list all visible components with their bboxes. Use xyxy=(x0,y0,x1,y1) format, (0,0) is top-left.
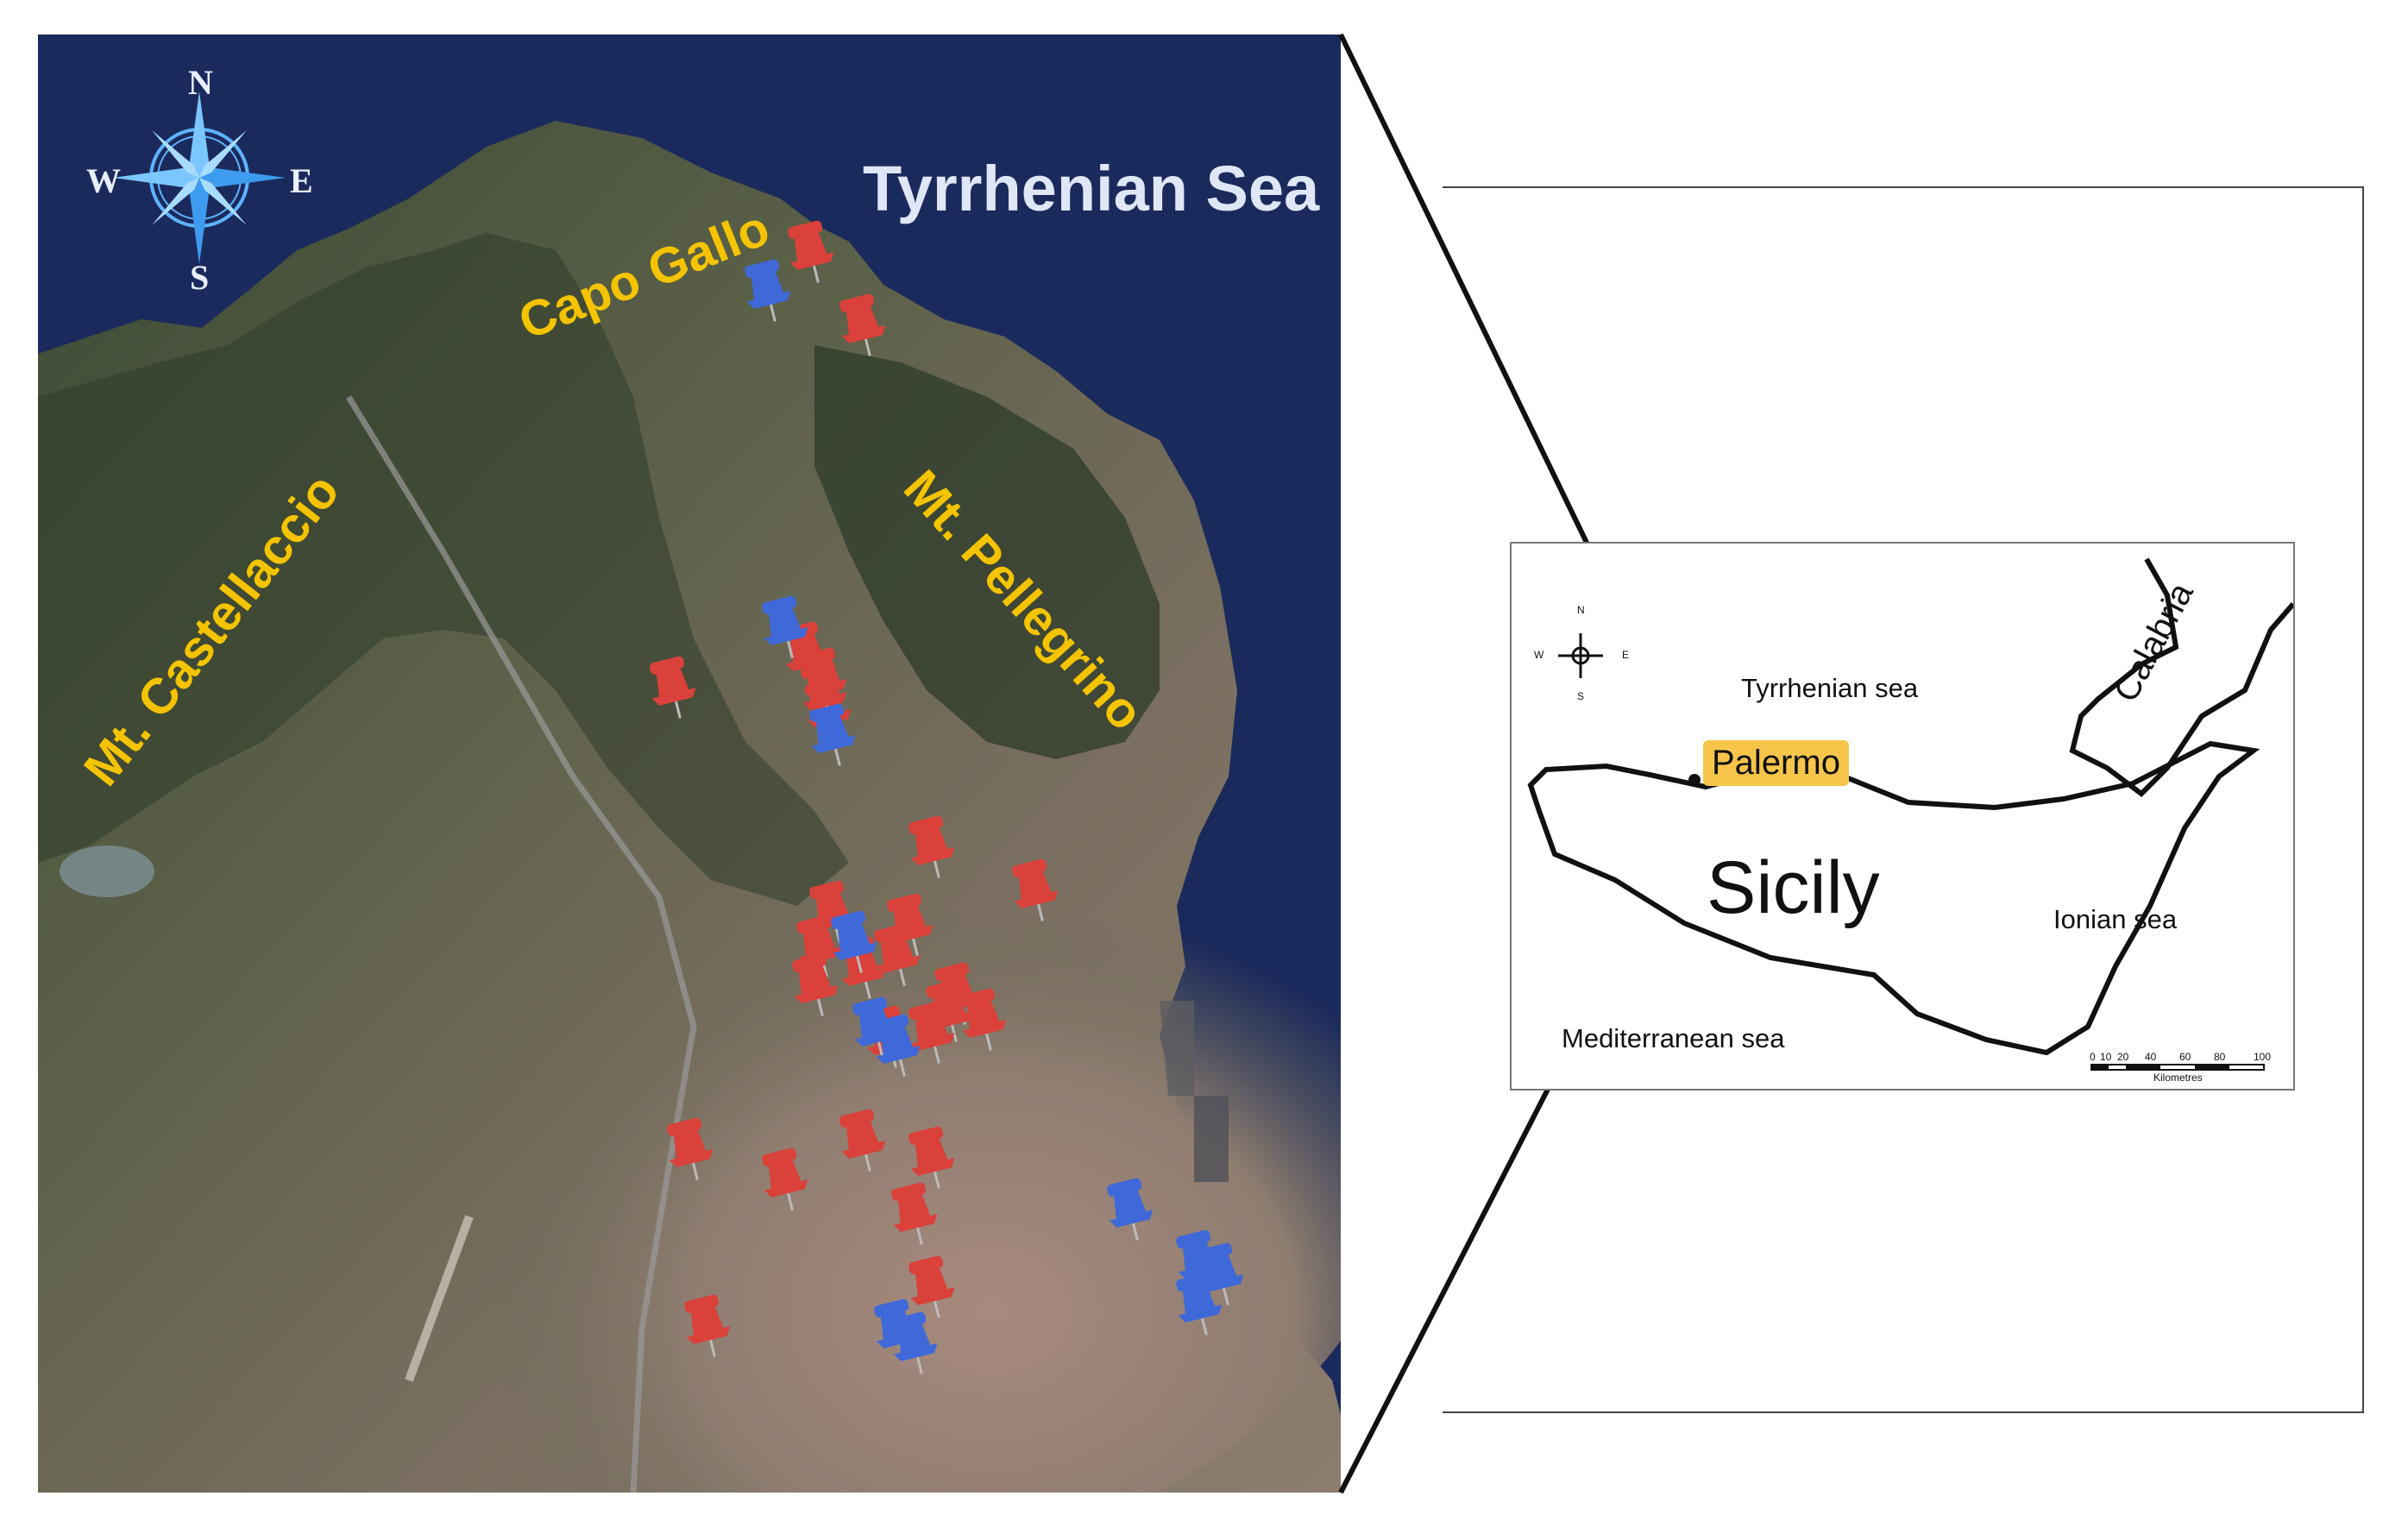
lake xyxy=(60,845,154,897)
inset-compass-n: N xyxy=(1577,604,1585,616)
scale-tick-20: 20 xyxy=(2117,1051,2129,1063)
inset-compass-w: W xyxy=(1534,649,1544,661)
scale-tick-80: 80 xyxy=(2214,1051,2226,1063)
scale-bar xyxy=(2090,1064,2265,1071)
airstrip xyxy=(405,1215,474,1382)
ionian-sea-label: Ionian sea xyxy=(2053,904,2178,934)
scale-tick-100: 100 xyxy=(2254,1051,2272,1063)
inset-map-graphic xyxy=(1527,557,2293,1071)
compass-rose xyxy=(113,91,286,264)
satellite-map-graphic xyxy=(38,35,1341,1493)
palermo-label: Palermo xyxy=(1703,740,1849,786)
pellegrino-mass xyxy=(814,345,1160,759)
city xyxy=(297,664,1341,1493)
inset-frame xyxy=(1443,186,2364,1413)
palermo-dot xyxy=(1688,774,1701,786)
compass-e-label: E xyxy=(290,161,313,200)
mediterranean-sea-label: Mediterranean sea xyxy=(1562,1023,1785,1053)
sicily-label: Sicily xyxy=(1707,846,1880,929)
satellite-map: N S W E Tyrrhenian Sea Capo Gallo Mt. Pe… xyxy=(38,35,1341,1493)
scale-tick-40: 40 xyxy=(2145,1051,2157,1063)
tyrrhenian-sea-inset-label: Tyrrhenian sea xyxy=(1741,673,1919,703)
scale-unit-label: Kilometres xyxy=(2153,1072,2203,1084)
compass-n-label: N xyxy=(188,63,213,102)
sicily-outline xyxy=(1527,740,2260,1056)
highway xyxy=(346,395,697,1493)
scale-tick-10: 10 xyxy=(2100,1051,2112,1063)
inset-compass-s: S xyxy=(1577,690,1585,702)
inset-compass-e: E xyxy=(1622,649,1630,661)
inset-compass xyxy=(1558,633,1603,678)
inset-map: N S W E Tyrrhenian sea Palermo Sicily Io… xyxy=(1510,542,2295,1091)
scale-tick-0: 0 xyxy=(2090,1051,2096,1063)
scale-tick-60: 60 xyxy=(2179,1051,2191,1063)
compass-w-label: W xyxy=(86,161,121,200)
tyrrhenian-sea-label: Tyrrhenian Sea xyxy=(863,153,1320,224)
port-dock xyxy=(1194,1096,1229,1182)
port-pier xyxy=(1160,1001,1194,1096)
calabria-outline xyxy=(2069,557,2293,797)
compass-s-label: S xyxy=(190,258,210,297)
